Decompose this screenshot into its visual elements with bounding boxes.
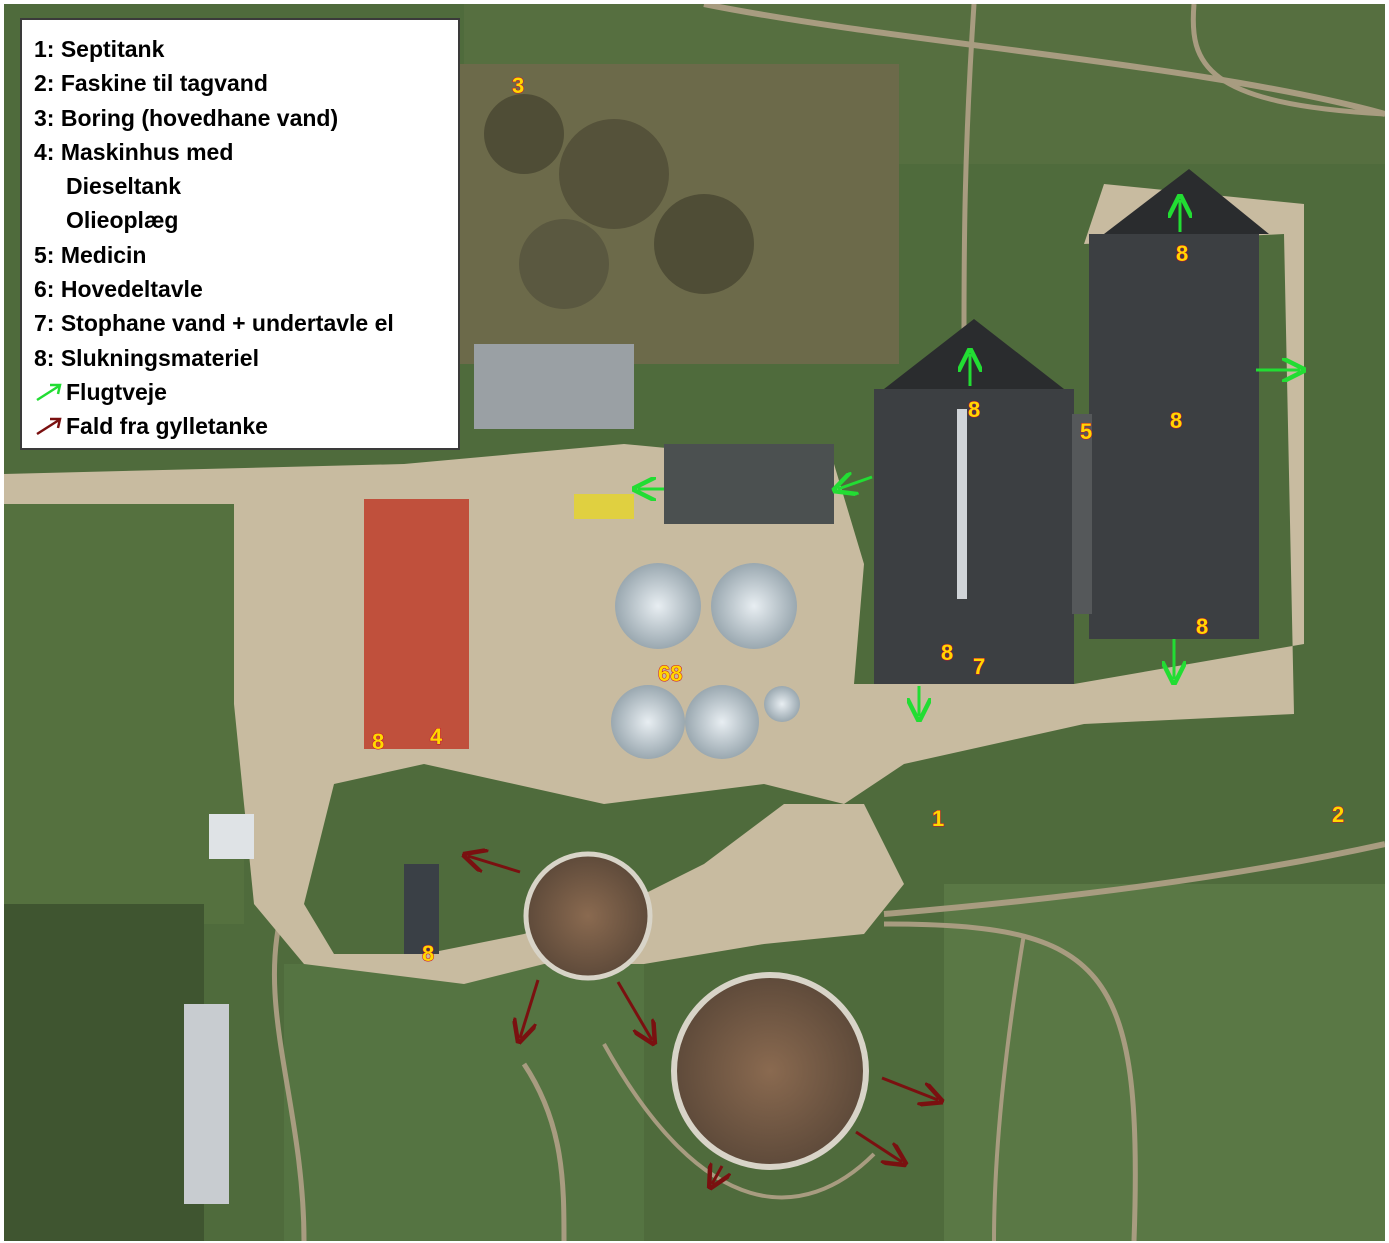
label-8: 8 <box>422 941 434 966</box>
silo <box>764 686 800 722</box>
label-5: 5 <box>1080 419 1092 444</box>
field-southeast <box>944 884 1385 1241</box>
legend-item: Olieoplæg <box>66 207 179 234</box>
legend-item: 8: Slukningsmateriel <box>34 344 259 371</box>
label-1: 1 <box>932 806 944 831</box>
building-barn <box>664 444 834 524</box>
building-stable-west <box>874 389 1074 684</box>
legend-item: 7: Stophane vand + undertavle el <box>34 310 394 337</box>
legend-item: 3: Boring (hovedhane vand) <box>34 104 339 131</box>
yellow-container <box>574 494 634 519</box>
slurry-arrow <box>468 856 521 874</box>
building-shed <box>404 864 439 954</box>
aerial-photo: 3 5 1 2 4 7 68 8 8 8 8 8 8 8 <box>4 4 1385 1241</box>
silo <box>711 563 797 649</box>
legend-item: 1: Septitank <box>34 36 165 62</box>
map-labels: 3 5 1 2 4 7 68 8 8 8 8 8 8 8 <box>372 73 1345 967</box>
legend-item: 2: Faskine til tagvand <box>34 70 268 97</box>
slurry-arrow <box>616 981 652 1040</box>
slurry-tank <box>523 851 653 981</box>
green-arrow-icon <box>36 383 62 402</box>
label-68: 68 <box>658 661 682 686</box>
escape-arrow <box>838 477 873 489</box>
label-8: 8 <box>968 397 980 422</box>
legend-item-slurry: Fald fra gylletanke <box>34 409 458 443</box>
slurry-arrow <box>712 1166 722 1184</box>
building-stable-east <box>1089 234 1259 639</box>
label-4: 4 <box>430 724 443 749</box>
slurry-tank <box>671 972 869 1170</box>
silo <box>611 685 685 759</box>
building-machine-house <box>364 499 469 749</box>
hedge-west <box>4 904 204 1241</box>
legend-item: 4: Maskinhus med <box>34 138 234 165</box>
map-legend: 1: Septitank 2: Faskine til tagvand 3: B… <box>20 18 460 450</box>
silo <box>685 685 759 759</box>
label-3: 3 <box>512 73 524 98</box>
greenhouse <box>184 1004 229 1204</box>
silo <box>615 563 701 649</box>
slurry-arrow <box>855 1130 902 1162</box>
legend-item: 5: Medicin <box>34 241 147 268</box>
legend-item-escape: Flugtveje <box>34 375 458 409</box>
label-8: 8 <box>1196 614 1208 639</box>
slurry-arrow <box>520 979 540 1038</box>
slurry-fall-arrows <box>468 856 938 1184</box>
escape-route-arrows <box>638 200 1300 716</box>
label-8: 8 <box>372 729 384 754</box>
slurry-arrow <box>881 1076 938 1100</box>
label-7: 7 <box>973 654 985 679</box>
label-2: 2 <box>1332 802 1344 827</box>
legend-item: Dieseltank <box>66 173 182 200</box>
label-8: 8 <box>1176 241 1188 266</box>
field-south <box>284 964 644 1241</box>
label-8: 8 <box>1170 408 1182 433</box>
field-west <box>4 504 244 924</box>
building-small <box>474 344 634 429</box>
label-8: 8 <box>941 640 953 665</box>
legend-item: 6: Hovedeltavle <box>34 276 203 303</box>
red-arrow-icon <box>36 418 62 436</box>
